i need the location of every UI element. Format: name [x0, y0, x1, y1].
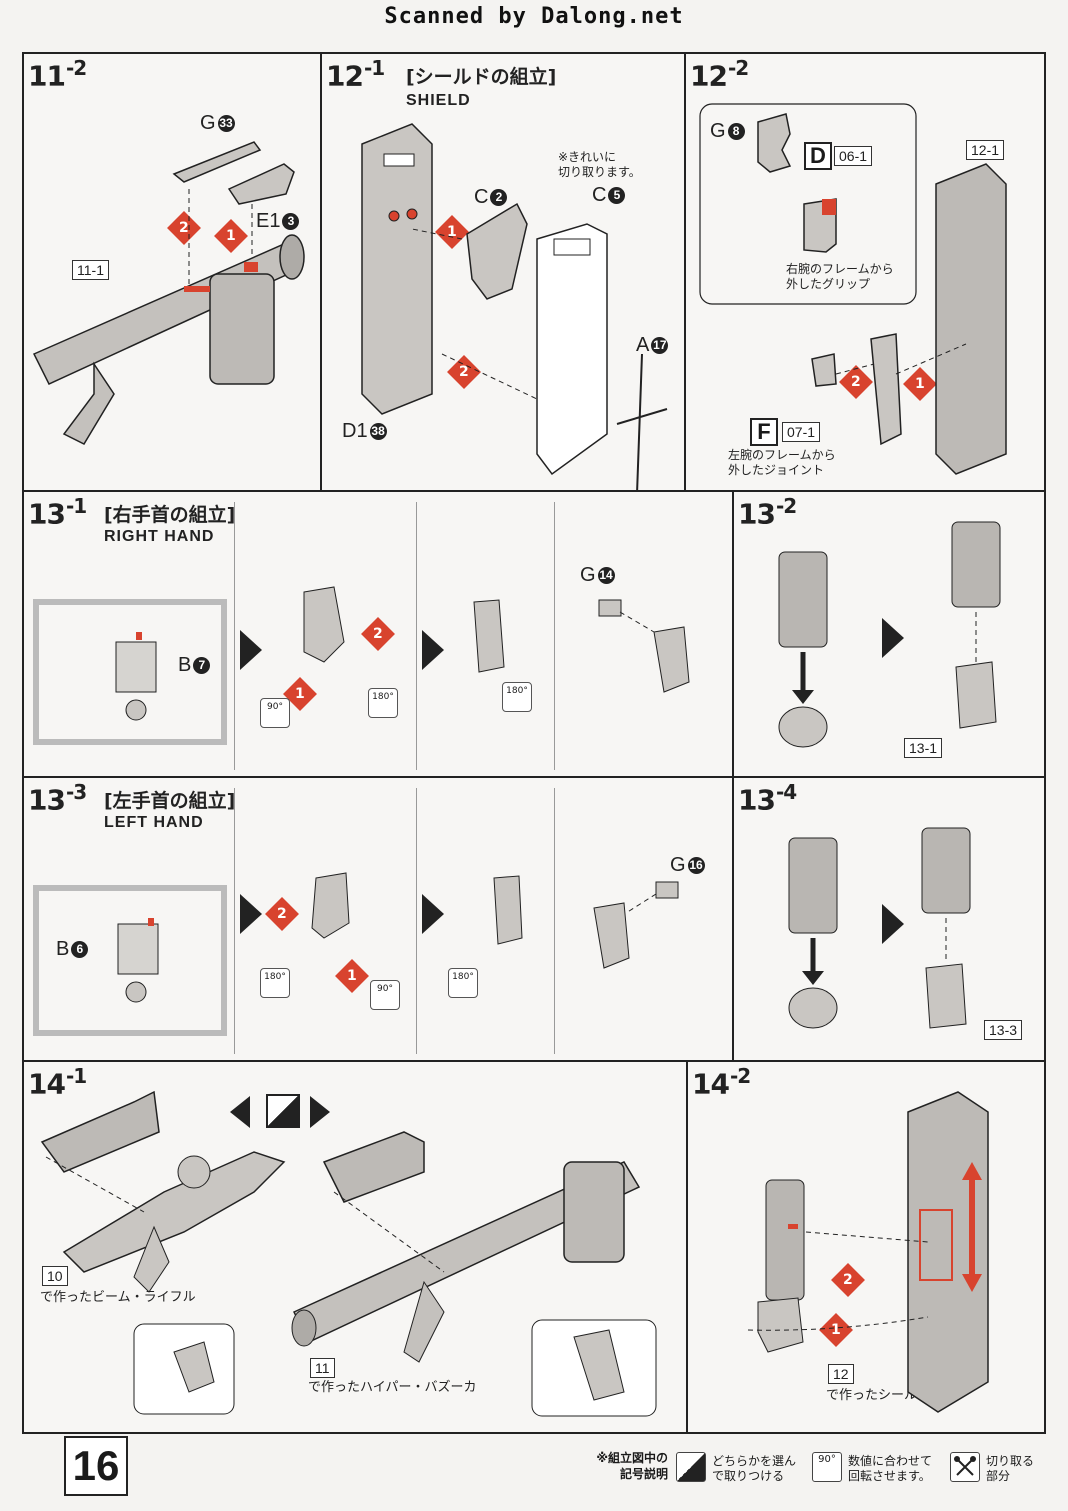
hand-attach-illustration [788, 827, 971, 1029]
legend-text: 切り取る 部分 [986, 1454, 1035, 1483]
page-number: 16 [64, 1436, 128, 1496]
reference-06-1: 06-1 [834, 146, 873, 166]
legend-heading: ※組立図中の 記号説明 [596, 1451, 668, 1481]
step-number: 14-1 [28, 1064, 87, 1101]
divider [234, 502, 235, 770]
section-title-en: RIGHT HAND [104, 528, 215, 545]
runner-letter-d: D [804, 142, 832, 170]
section-title-jp: [シールドの組立] [406, 66, 557, 88]
next-arrow [882, 618, 904, 658]
watermark: Scanned by Dalong.net [384, 4, 684, 29]
reference-13-3: 13-3 [984, 1020, 1023, 1040]
rotate-icon: 90° [370, 980, 400, 1010]
cut-icon [950, 1452, 980, 1482]
rotate-icon: 90° [260, 698, 290, 728]
next-arrow [422, 630, 444, 670]
reference-13-1: 13-1 [904, 738, 943, 758]
legend-item-choose: どちらかを選んで取りつける [676, 1448, 806, 1492]
left-hand-illustration [33, 872, 679, 1036]
hand-attach-illustration [778, 521, 1001, 748]
weapon-grip-illustration [40, 1090, 657, 1417]
reference-10: 10 [42, 1266, 68, 1286]
next-arrow [240, 894, 262, 934]
reference-12: 12 [828, 1364, 854, 1384]
step-number: 12-2 [690, 56, 749, 93]
step-number: 13-2 [738, 494, 797, 531]
reference-11-1: 11-1 [72, 260, 109, 280]
joint-caption: 左腕のフレームから 外したジョイント [728, 448, 836, 477]
cut-note: ※きれいに 切り取ります。 [558, 150, 641, 179]
legend-text: どちらかを選んで取りつける [712, 1454, 797, 1483]
section-title-jp: [左手首の組立] [104, 790, 236, 812]
reference-11: 11 [310, 1358, 335, 1378]
legend-item-cut: 切り取る 部分 [950, 1448, 1050, 1492]
right-hand-illustration [33, 586, 690, 745]
step-number: 14-2 [692, 1064, 751, 1101]
step-number: 13-1 [28, 494, 87, 531]
rotate-icon: 180° [368, 688, 398, 718]
divider [416, 502, 417, 770]
rotate-icon: 90° [812, 1452, 842, 1482]
divider [416, 788, 417, 1054]
bazooka-caption: で作ったハイパー・バズーカ [308, 1380, 477, 1395]
bazooka-illustration [32, 141, 305, 445]
next-arrow [422, 894, 444, 934]
next-arrow [882, 904, 904, 944]
step-number: 12-1 [326, 56, 385, 93]
step-number: 13-4 [738, 780, 797, 817]
legend-item-rotate: 90° 数値に合わせて 回転させます。 [812, 1448, 942, 1492]
shield-on-arm-illustration [747, 1091, 989, 1413]
rifle-caption: で作ったビーム・ライフル [40, 1290, 196, 1305]
choose-icon [676, 1452, 706, 1482]
next-arrow [240, 630, 262, 670]
step-13-4-panel: 13-4 13-3 [732, 776, 1046, 1062]
step-14-2-panel: 14-2 2 1 12 で作ったシールド [686, 1060, 1046, 1434]
divider [554, 502, 555, 770]
section-title-en: LEFT HAND [104, 814, 204, 831]
runner-letter-f: F [750, 418, 778, 446]
step-number: 11-2 [28, 56, 87, 93]
reference-12-1: 12-1 [966, 140, 1005, 160]
shield-caption: で作ったシールド [826, 1388, 931, 1403]
rotate-icon: 180° [448, 968, 478, 998]
section-title-en: SHIELD [406, 92, 471, 109]
section-title-jp: [右手首の組立] [104, 504, 236, 526]
grip-caption: 右腕のフレームから 外したグリップ [786, 262, 894, 291]
divider [234, 788, 235, 1054]
divider [554, 788, 555, 1054]
legend-text: 数値に合わせて 回転させます。 [848, 1454, 933, 1483]
reference-07-1: 07-1 [782, 422, 821, 442]
choose-one-icon [230, 1092, 330, 1132]
step-13-2-panel: 13-2 13-1 [732, 490, 1046, 778]
shield-parts-illustration [361, 123, 668, 490]
step-number: 13-3 [28, 780, 87, 817]
symbol-legend: ※組立図中の 記号説明 どちらかを選んで取りつける 90° 数値に合わせて 回転… [580, 1444, 1050, 1496]
rotate-icon: 180° [260, 968, 290, 998]
rotate-icon: 180° [502, 682, 532, 712]
step-14-1-panel: 14-1 10 で作ったビーム・ライフル 11 で作ったハイパー・バズーカ [22, 1060, 688, 1434]
shield-grip-illustration [699, 103, 1007, 475]
